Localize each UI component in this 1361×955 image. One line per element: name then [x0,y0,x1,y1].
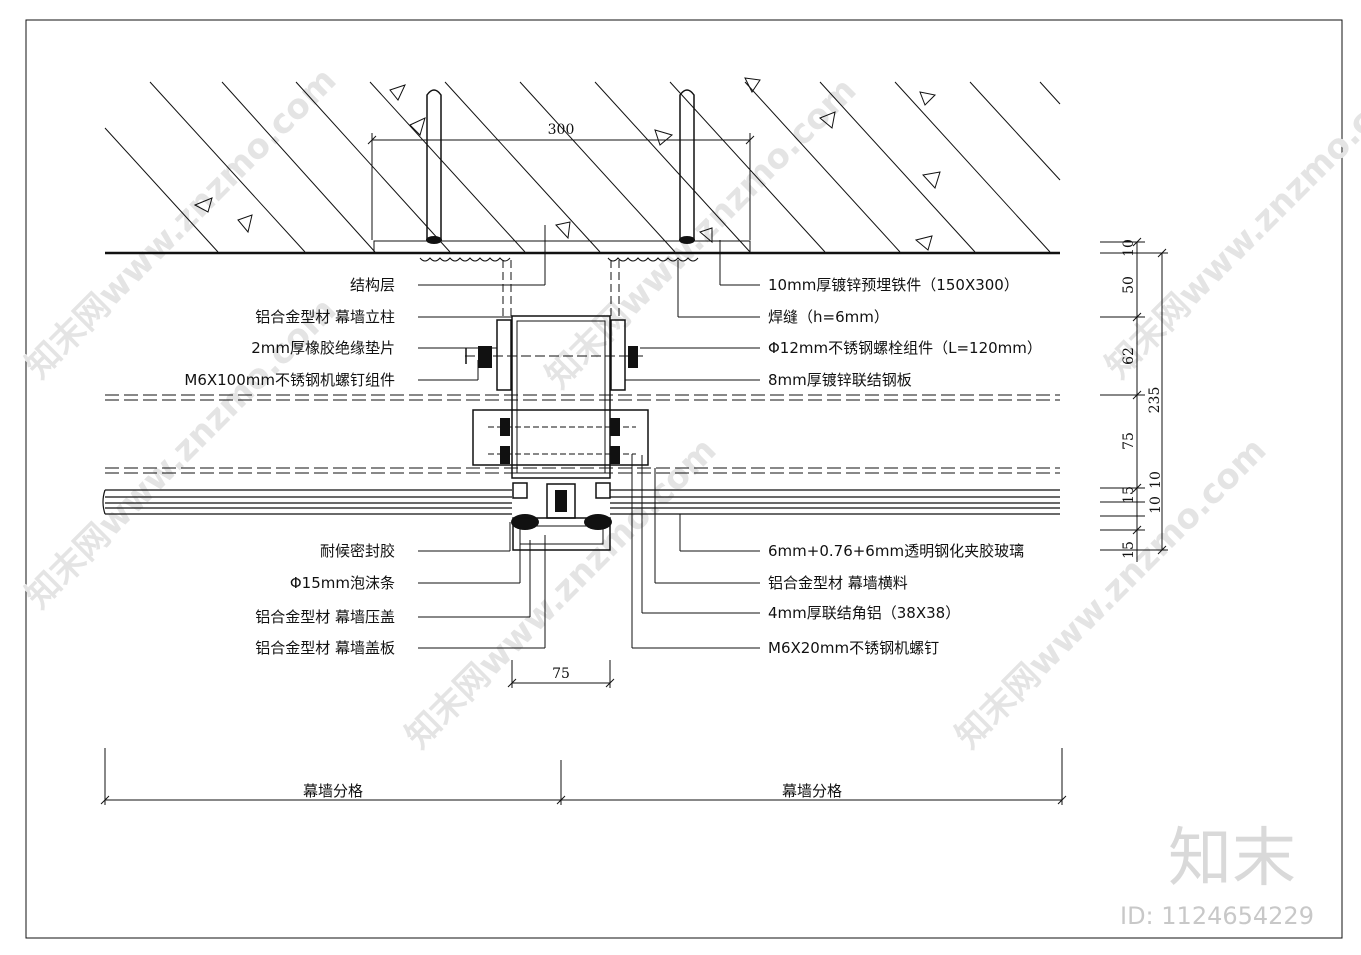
watermark-text: 知末网www.znzmo.com [948,430,1274,756]
label-rubber-pad: 2mm厚橡胶绝缘垫片 [251,339,395,357]
anchor-bars [426,89,695,244]
label-transom: 铝合金型材 幕墙横料 [768,574,908,592]
angle-aluminum [472,409,649,466]
grid-label-left: 幕墙分格 [303,782,363,800]
left-leaders [418,225,546,649]
label-pressure-plate: 铝合金型材 幕墙压盖 [255,608,395,626]
dim-stack-label: 10 [1148,496,1164,514]
label-bolt: Φ12mm不锈钢螺栓组件（L=120mm） [768,339,1042,357]
right-labels: 10mm厚镀锌预埋铁件（150X300） 焊缝（h=6mm） Φ12mm不锈钢螺… [768,276,1042,657]
dim-total-label: 235 [1147,387,1163,414]
weld-marks [419,257,699,262]
aggregate-triangles [193,77,941,251]
glass-panes [102,489,1060,515]
dim-300-label: 300 [548,122,575,138]
dim-stack-label: 10 [1148,471,1164,489]
right-dim-stack: 10 50 62 75 15 10 10 15 235 [1100,237,1168,562]
transom-dashed [105,394,1060,474]
label-weld: 焊缝（h=6mm） [768,308,889,326]
grid-label-right: 幕墙分格 [782,782,842,800]
label-structure-layer: 结构层 [350,276,395,294]
label-angle-alu: 4mm厚联结角铝（38X38） [768,604,960,622]
label-steel-plate: 8mm厚镀锌联结钢板 [768,371,912,389]
pressure-cap [511,482,612,551]
dim-75: 75 [507,660,615,688]
label-small-screw: M6X20mm不锈钢机螺钉 [768,639,939,657]
brand-watermark: 知末 [1168,822,1296,896]
id-watermark: ID: 1124654229 [1120,902,1314,930]
drawing-frame [25,19,1343,939]
connector-plates [496,260,626,391]
dim-stack-label: 15 [1121,486,1137,504]
grid-dimension: 幕墙分格 幕墙分格 [100,748,1067,805]
label-machine-screw: M6X100mm不锈钢机螺钉组件 [184,371,395,389]
label-embed-plate: 10mm厚镀锌预埋铁件（150X300） [768,276,1019,294]
label-mullion: 铝合金型材 幕墙立柱 [255,308,395,326]
watermark-text: 知末网www.znzmo.com [398,430,724,756]
label-foam-rod: Φ15mm泡沫条 [290,574,395,592]
watermark-text: 知末网www.znzmo.com [1098,60,1361,386]
dim-75-label: 75 [552,666,570,682]
concrete-hatch [104,81,1061,253]
dim-300: 300 [367,122,755,240]
label-cover-plate: 铝合金型材 幕墙盖板 [255,639,395,657]
dim-stack-label: 50 [1121,276,1137,294]
label-glass: 6mm+0.76+6mm透明钢化夹胶玻璃 [768,542,1024,560]
label-sealant: 耐候密封胶 [320,542,395,560]
dim-stack-label: 75 [1121,432,1137,450]
dim-stack-label: 10 [1121,239,1137,257]
bolt-assembly [465,346,645,368]
dim-stack-label: 62 [1121,347,1137,365]
embed-plate [373,240,751,254]
right-leaders [625,240,760,649]
dim-stack-label: 15 [1121,541,1137,559]
left-labels: 结构层 铝合金型材 幕墙立柱 2mm厚橡胶绝缘垫片 M6X100mm不锈钢机螺钉… [184,276,395,657]
